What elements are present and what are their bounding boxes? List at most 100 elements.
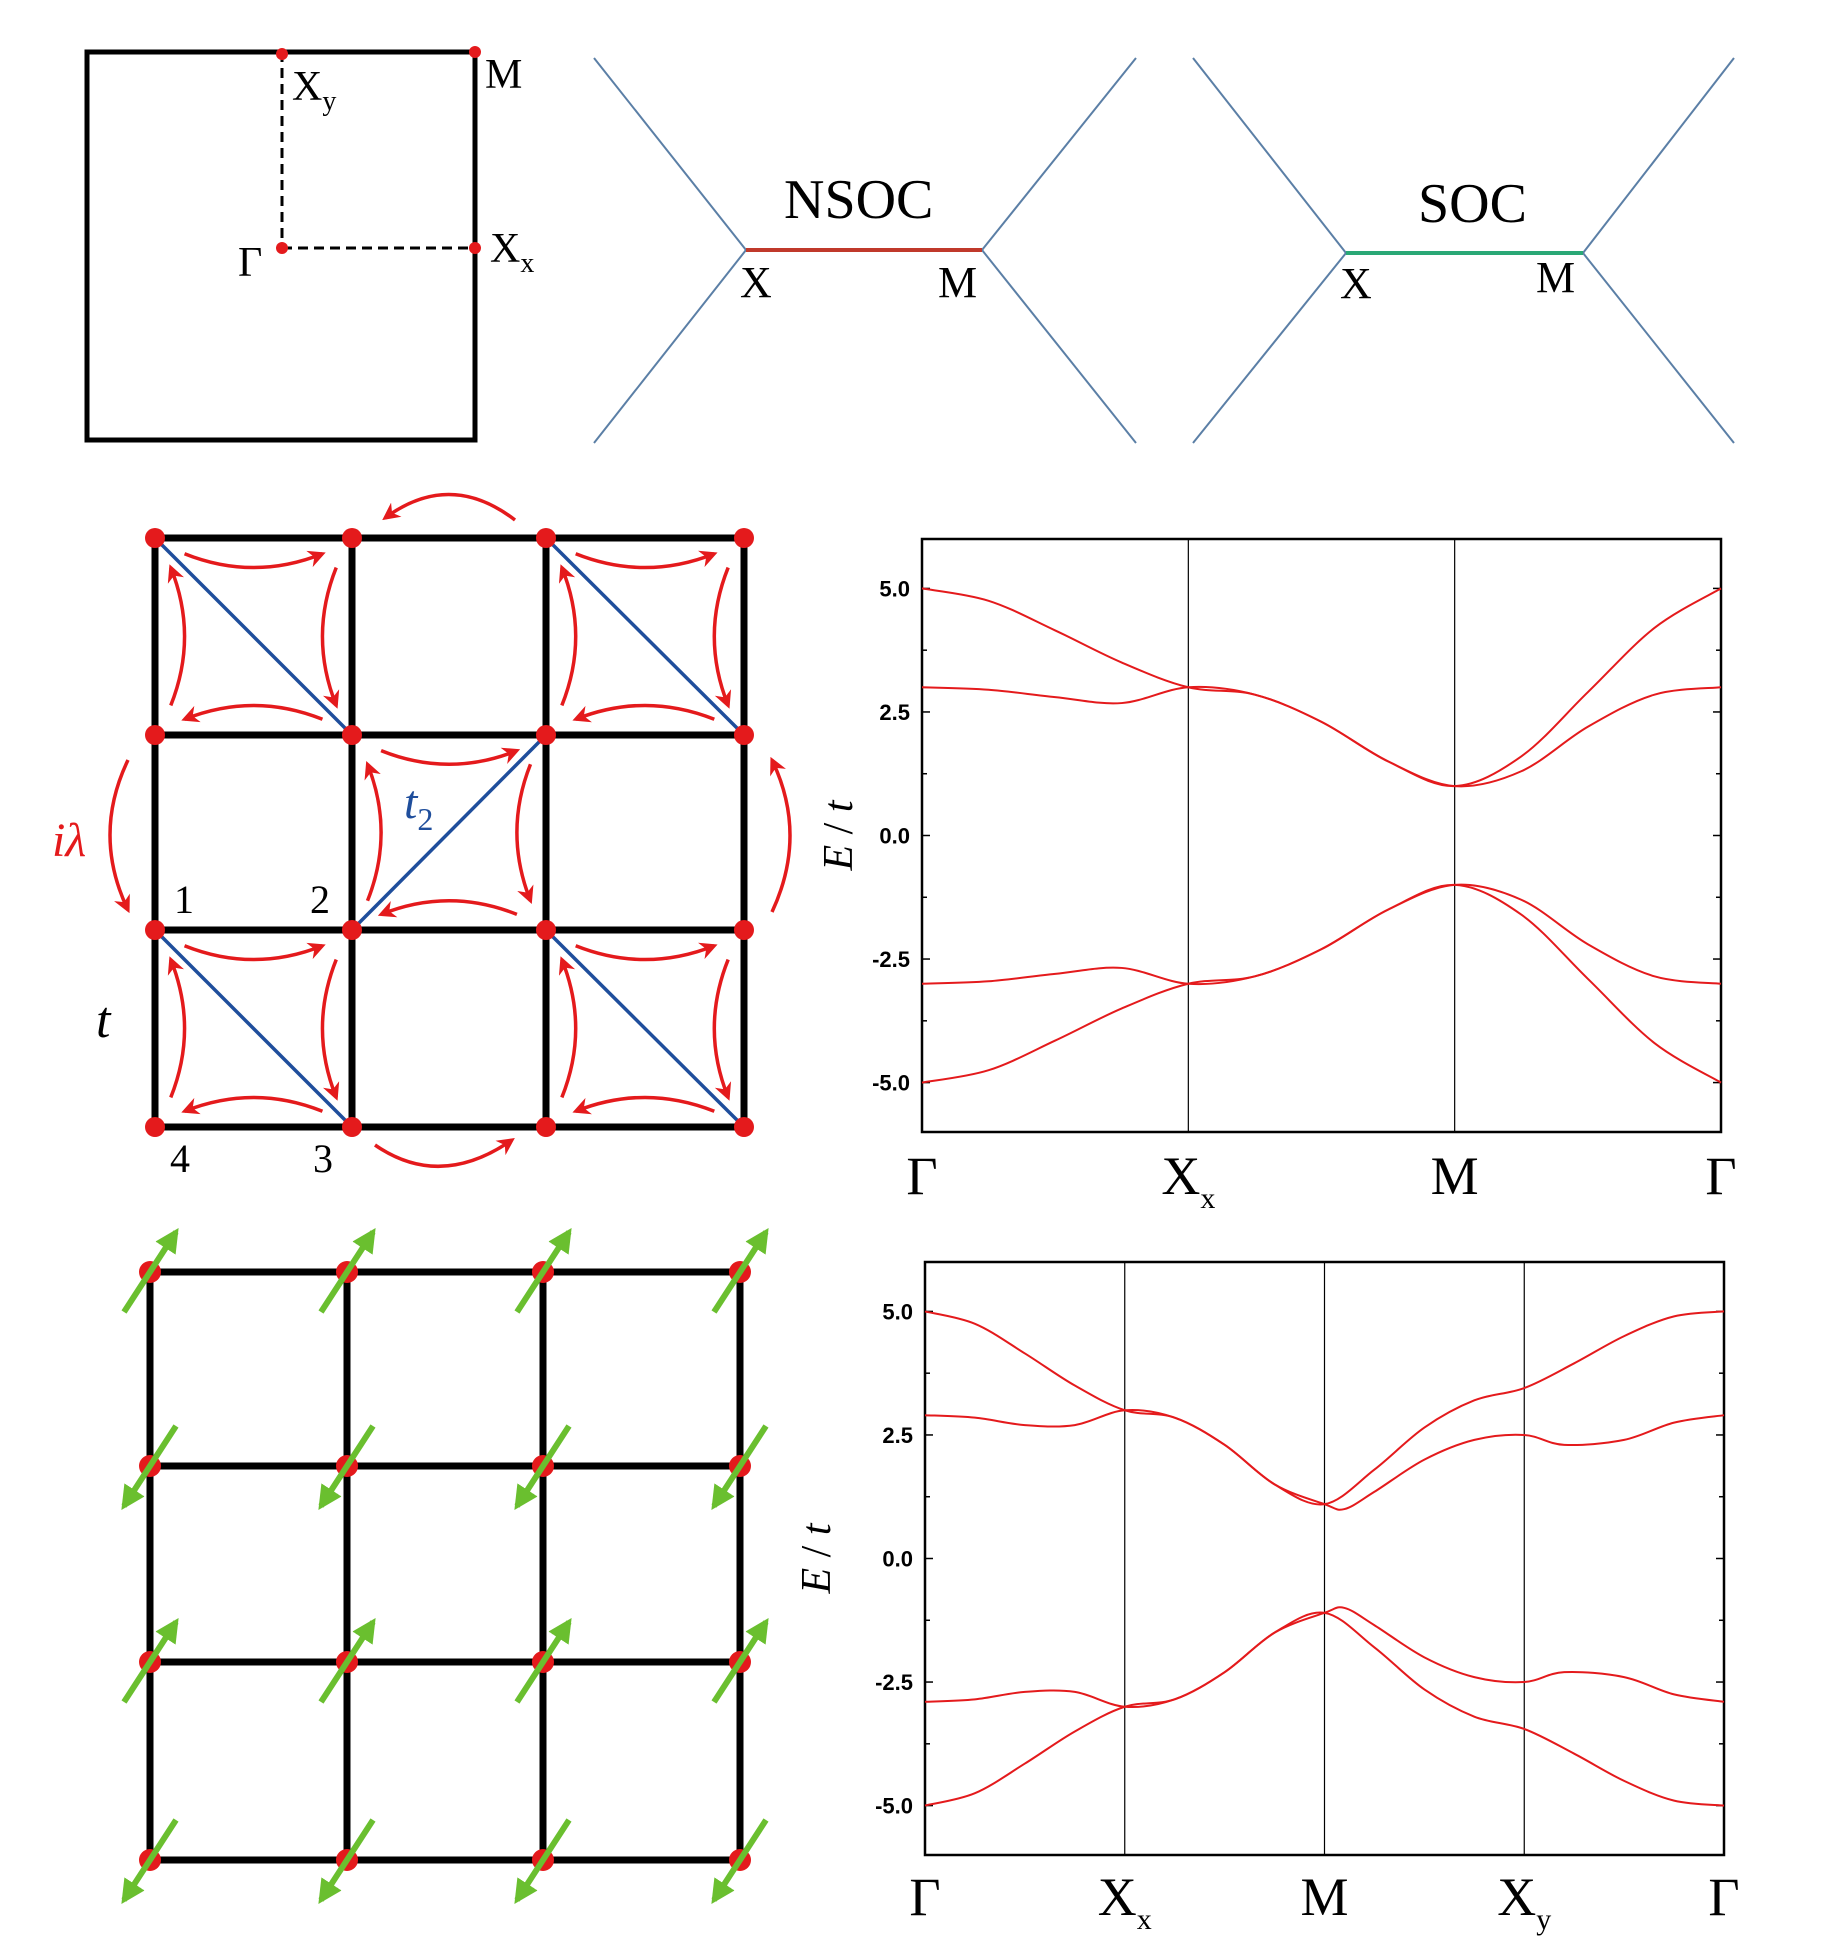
brillouin-zone-panel: Xy M Γ Xx <box>84 46 534 443</box>
bz-label-xx: Xx <box>490 226 534 279</box>
site-label-1: 1 <box>174 877 194 922</box>
lattice-site <box>734 725 754 745</box>
bz-label-gamma: Γ <box>238 240 262 286</box>
hopping-arrow <box>377 899 518 918</box>
hopping-arrow <box>183 942 326 962</box>
y-tick-label: 2.5 <box>879 700 910 725</box>
hopping-arrow <box>572 1095 715 1115</box>
x-tick-label: M <box>1431 1146 1479 1206</box>
x-tick-label: M <box>1300 1867 1348 1927</box>
site-label-2: 2 <box>310 877 330 922</box>
spin-up-arrow <box>318 1227 376 1314</box>
spin-up-arrow <box>711 1227 769 1314</box>
hopping-arrow <box>167 956 187 1099</box>
spin-down-arrow <box>711 1424 769 1511</box>
band-series <box>924 1408 1725 1511</box>
spin-down-arrow <box>514 1424 572 1511</box>
x-tick-label: Γ <box>1708 1867 1739 1927</box>
t2-bond <box>153 928 354 1129</box>
bz-point-m <box>469 46 481 58</box>
bz-point-xx <box>469 242 481 254</box>
band-series <box>924 1606 1725 1709</box>
x-tick-label: Xx <box>1098 1867 1152 1936</box>
spin-lattice-panel <box>121 1227 769 1905</box>
soc-line-right-lower <box>1582 252 1735 444</box>
lattice-site <box>145 725 165 745</box>
hopping-arrow <box>558 564 578 707</box>
spin-down-arrow <box>318 1818 376 1905</box>
spin-down-arrow <box>121 1424 179 1511</box>
hopping-lattice-panel: iλ t2 t 1 2 3 4 <box>52 492 792 1181</box>
band-series <box>921 883 1722 1084</box>
spin-up-arrow <box>514 1617 572 1704</box>
t2-bond <box>153 536 354 737</box>
lattice-site <box>342 725 362 745</box>
t-label: t <box>96 992 112 1049</box>
hopping-arrow-outer <box>382 492 517 522</box>
spin-up-arrow <box>318 1617 376 1704</box>
bz-label-m: M <box>485 52 522 98</box>
soc-line-left-lower <box>1192 252 1347 444</box>
t2-bond <box>544 928 746 1129</box>
y-tick-label: 0.0 <box>879 824 910 849</box>
y-tick-label: -5.0 <box>875 1794 913 1819</box>
bz-point-gamma <box>276 242 288 254</box>
nsoc-line-right-lower <box>981 249 1137 444</box>
soc-line-left-upper <box>1192 57 1347 254</box>
hopping-arrow <box>320 958 340 1101</box>
site-label-3: 3 <box>313 1136 333 1181</box>
hopping-arrow <box>575 550 718 570</box>
nsoc-dispersion-panel: NSOC X M <box>593 57 1137 444</box>
hopping-arrow <box>712 958 732 1101</box>
spin-down-arrow <box>121 1818 179 1905</box>
soc-title: SOC <box>1418 173 1527 235</box>
t2-label: t2 <box>404 776 433 837</box>
y-tick-label: 2.5 <box>882 1423 913 1448</box>
bz-point-xy <box>276 48 288 60</box>
lattice-site <box>145 1117 165 1137</box>
y-tick-label: -2.5 <box>875 1670 913 1695</box>
spin-down-arrow <box>711 1818 769 1905</box>
soc-dispersion-panel: SOC X M <box>1192 57 1735 444</box>
x-tick-label: Xx <box>1161 1146 1215 1215</box>
spin-down-arrow <box>318 1424 376 1511</box>
band-series <box>921 587 1722 788</box>
t2-bond <box>350 733 548 932</box>
hopping-arrow-outer <box>108 759 130 914</box>
lattice-site <box>145 528 165 548</box>
nsoc-label-m: M <box>938 258 977 307</box>
lattice-site <box>536 528 556 548</box>
lattice-site <box>536 920 556 940</box>
x-tick-label: Γ <box>1705 1146 1736 1206</box>
hopping-arrow <box>181 703 324 723</box>
hopping-arrow <box>558 956 578 1099</box>
lattice-site <box>536 1117 556 1137</box>
x-tick-label: Xy <box>1497 1867 1551 1936</box>
bz-label-xy: Xy <box>292 64 336 117</box>
y-axis-label: E / t <box>794 1522 840 1594</box>
hopping-arrow <box>575 942 718 962</box>
spin-up-arrow <box>121 1617 179 1704</box>
hopping-arrow-outer <box>374 1138 515 1169</box>
soc-label-x: X <box>1340 259 1372 308</box>
band-series <box>924 1611 1725 1807</box>
chart-frame <box>920 537 1723 1134</box>
y-tick-label: 5.0 <box>879 576 910 601</box>
ilambda-label: iλ <box>52 814 86 867</box>
y-axis-label: E / t <box>816 799 862 871</box>
lattice-site <box>734 920 754 940</box>
site-label-4: 4 <box>170 1136 190 1181</box>
nsoc-line-right-upper <box>981 57 1137 251</box>
hopping-arrow <box>181 1095 324 1115</box>
band-series <box>921 685 1722 788</box>
lattice-site <box>342 920 362 940</box>
lattice-site <box>734 528 754 548</box>
y-tick-label: -5.0 <box>872 1071 910 1096</box>
hopping-arrow <box>183 550 326 570</box>
spin-down-arrow <box>514 1818 572 1905</box>
lattice-site <box>342 1117 362 1137</box>
y-tick-label: -2.5 <box>872 947 910 972</box>
